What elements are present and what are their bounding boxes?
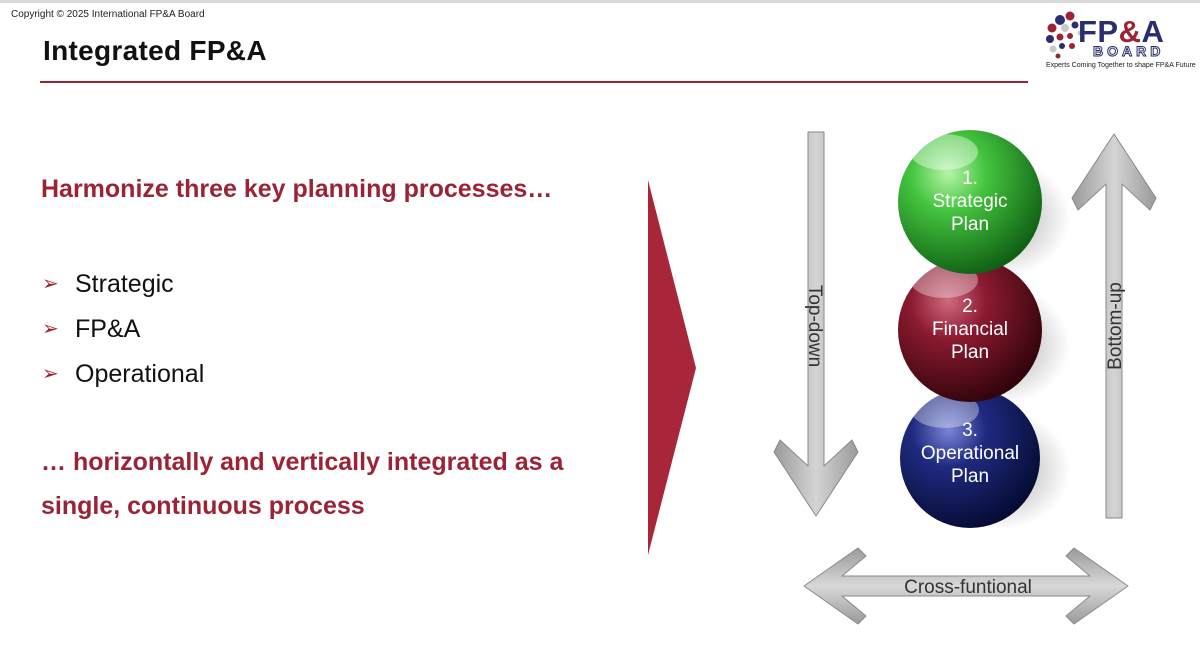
fpa-board-logo-icon <box>1046 11 1083 59</box>
headline: Harmonize three key planning processes… <box>41 175 553 203</box>
arrow-bullet-icon: ➢ <box>42 318 59 340</box>
list-item-label: FP&A <box>75 315 141 343</box>
plan-name: Financial <box>932 319 1008 340</box>
process-list: ➢ Strategic ➢ FP&A ➢ Operational <box>42 262 204 397</box>
cross-functional-label: Cross-funtional <box>904 577 1032 598</box>
plan-number: 1. <box>962 168 978 189</box>
closing-statement: … horizontally and vertically integrated… <box>41 448 564 520</box>
arrow-bullet-icon: ➢ <box>42 363 59 385</box>
list-item-label: Strategic <box>75 270 174 298</box>
bottom-up-label: Bottom-up <box>1105 282 1126 370</box>
plan-suffix: Plan <box>951 214 989 235</box>
list-item: ➢ Operational <box>42 352 204 397</box>
logo-tagline: Experts Coming Together to shape FP&A Fu… <box>1046 62 1196 69</box>
top-down-arrow: Top-down <box>773 131 859 517</box>
logo-wordmark: FP&A <box>1078 14 1165 49</box>
plan-suffix: Plan <box>951 342 989 363</box>
plan-number: 2. <box>962 296 978 317</box>
top-down-label: Top-down <box>804 285 825 367</box>
plan-suffix: Plan <box>951 466 989 487</box>
bottom-up-arrow: Bottom-up <box>1071 133 1157 519</box>
financial-plan-ball: 2. Financial Plan <box>898 258 1042 402</box>
list-item: ➢ FP&A <box>42 307 204 352</box>
logo-board-text: BOARD <box>1092 43 1165 60</box>
list-item-label: Operational <box>75 360 205 388</box>
list-item: ➢ Strategic <box>42 262 204 307</box>
title-divider <box>40 81 1028 83</box>
red-chevron-arrow <box>648 180 696 555</box>
copyright-text: Copyright © 2025 International FP&A Boar… <box>11 9 205 20</box>
plan-name: Strategic <box>933 191 1008 212</box>
plan-number: 3. <box>962 420 978 441</box>
plan-name: Operational <box>921 443 1019 464</box>
top-bar <box>0 0 1200 3</box>
cross-functional-arrow: Cross-funtional <box>803 547 1129 625</box>
operational-plan-ball: 3. Operational Plan <box>900 388 1040 528</box>
arrow-bullet-icon: ➢ <box>42 273 59 295</box>
strategic-plan-ball: 1. Strategic Plan <box>898 130 1042 274</box>
logo-mark <box>1046 11 1083 59</box>
page-title: Integrated FP&A <box>43 35 267 66</box>
